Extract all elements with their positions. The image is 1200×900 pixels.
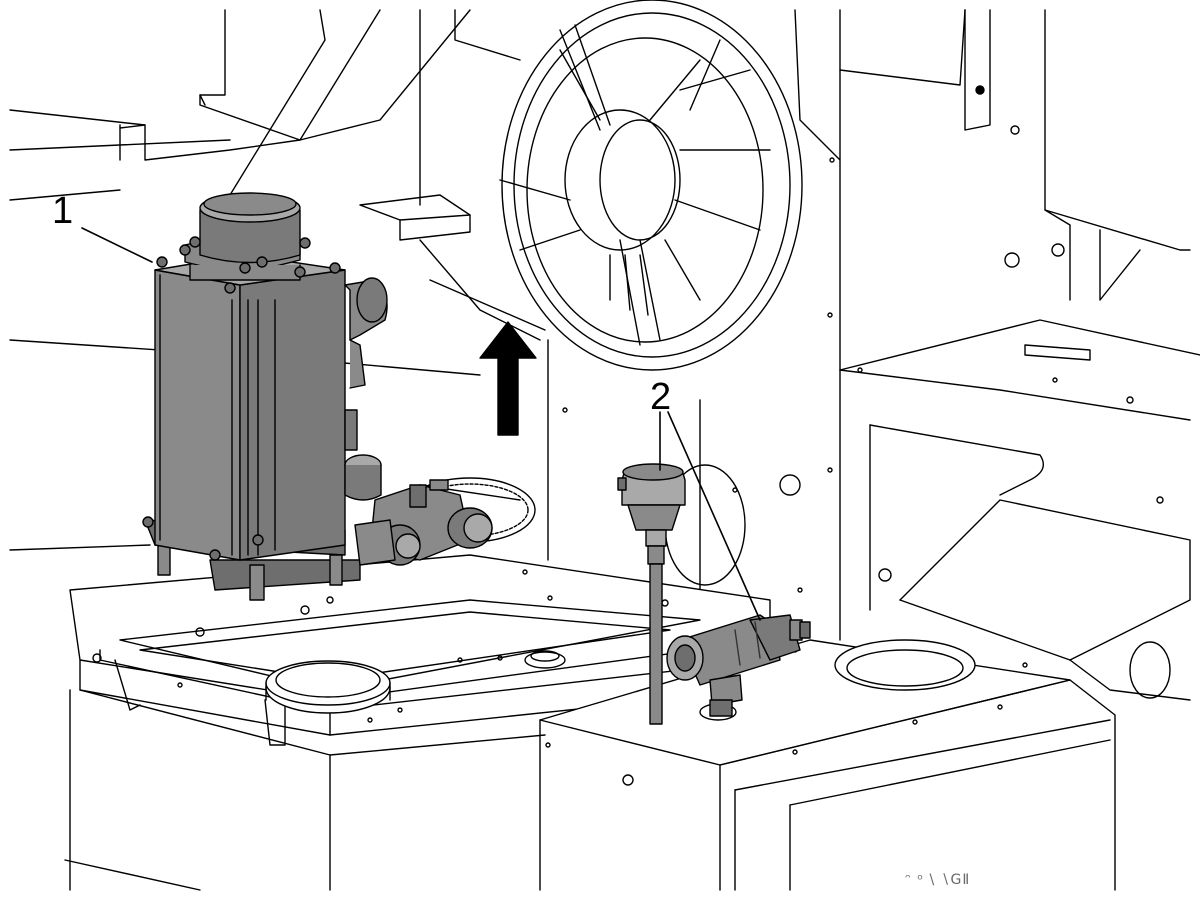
axial-fan — [499, 0, 803, 371]
leader-lines — [81, 227, 761, 621]
callout-1: 1 — [52, 190, 74, 232]
callout-2: 2 — [650, 376, 672, 418]
part-1-burner-unit — [142, 192, 493, 601]
right-wall — [794, 9, 1200, 701]
left-tank — [64, 554, 771, 891]
fan-frame — [199, 9, 546, 341]
part-2-sensor-assembly — [617, 463, 811, 725]
removal-arrow-icon — [479, 321, 537, 436]
watermark-text: ᵔ ᵒ \ ∖GⅡ — [905, 872, 971, 888]
leader-line-2b — [667, 411, 761, 621]
leader-line-1 — [81, 227, 153, 263]
right-tank — [539, 639, 1116, 891]
